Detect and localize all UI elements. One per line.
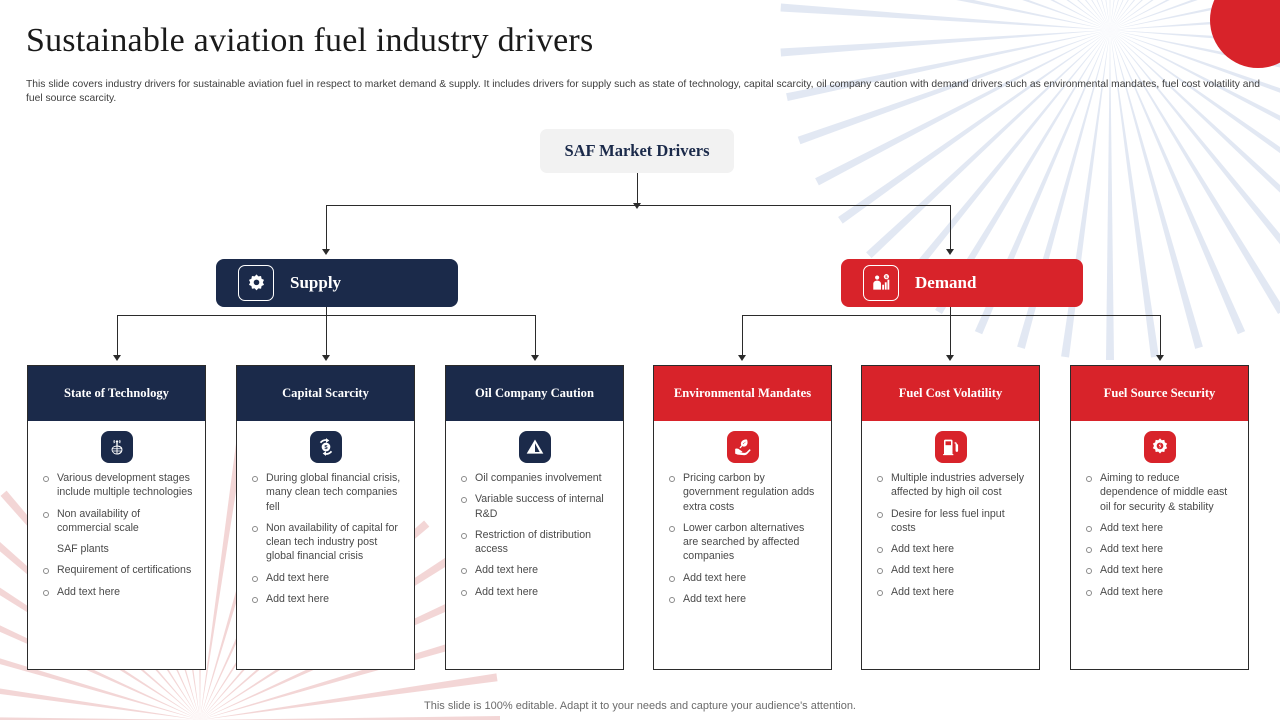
card-title: Environmental Mandates <box>654 366 831 421</box>
node-demand-label: Demand <box>915 273 977 292</box>
list-item: Desire for less fuel input costs <box>874 507 1029 536</box>
card-capital-scarcity[interactable]: Capital Scarcity $ During global financi… <box>236 365 415 670</box>
list-item: Various development stages include multi… <box>40 471 195 500</box>
node-saf-market-drivers[interactable]: SAF Market Drivers <box>540 129 734 173</box>
card-bullet-list: Multiple industries adversely affected b… <box>862 469 1039 606</box>
list-item: Multiple industries adversely affected b… <box>874 471 1029 500</box>
card-state-of-technology[interactable]: State of Technology Various development … <box>27 365 206 670</box>
connector-root-down <box>637 173 638 205</box>
list-item: Add text here <box>1083 563 1238 577</box>
connector-arrow-demand <box>946 249 954 255</box>
list-item: Requirement of certifications <box>40 563 195 577</box>
card-environmental-mandates[interactable]: Environmental Mandates Pricing carbon by… <box>653 365 832 670</box>
list-item: Add text here <box>1083 542 1238 556</box>
gear-bolt-icon <box>1143 431 1176 463</box>
list-item: Add text here <box>458 563 613 577</box>
connector-arrow-card-3 <box>738 355 746 361</box>
page-subtitle: This slide covers industry drivers for s… <box>26 79 1260 104</box>
node-root-label: SAF Market Drivers <box>564 141 710 160</box>
list-item: Add text here <box>40 585 195 599</box>
list-item: Add text here <box>666 592 821 606</box>
list-item: Add text here <box>874 563 1029 577</box>
list-item: Add text here <box>1083 585 1238 599</box>
card-oil-company-caution[interactable]: Oil Company Caution Oil companies involv… <box>445 365 624 670</box>
connector-supply-stem <box>326 307 327 316</box>
svg-text:$: $ <box>885 273 888 278</box>
connector-arrow-supply <box>322 249 330 255</box>
node-demand[interactable]: $ Demand <box>841 259 1083 307</box>
list-item: SAF plants <box>57 543 109 556</box>
connector-demand-stem <box>950 307 951 316</box>
connector-demand-horizontal <box>742 315 1160 316</box>
connector-to-card-2 <box>535 315 536 357</box>
connector-arrow-card-0 <box>113 355 121 361</box>
connector-arrow-card-2 <box>531 355 539 361</box>
list-item: Add text here <box>666 571 821 585</box>
card-fuel-source-security[interactable]: Fuel Source Security Aiming to reduce de… <box>1070 365 1249 670</box>
card-bullet-list: Pricing carbon by government regulation … <box>654 469 831 613</box>
connector-arrow-card-5 <box>1156 355 1164 361</box>
connector-to-card-4 <box>950 315 951 357</box>
card-bullet-list: During global financial crisis, many cle… <box>237 469 414 613</box>
list-item: Non availability of capital for clean te… <box>249 521 404 564</box>
list-item: Non availability of commercial scale <box>40 507 195 536</box>
footer-note: This slide is 100% editable. Adapt it to… <box>424 700 856 712</box>
card-title: Fuel Source Security <box>1071 366 1248 421</box>
connector-to-card-0 <box>117 315 118 357</box>
person-bar-chart-icon: $ <box>863 265 899 301</box>
connector-to-card-3 <box>742 315 743 357</box>
node-supply-label: Supply <box>290 273 342 292</box>
page-title: Sustainable aviation fuel industry drive… <box>26 22 594 59</box>
list-item: Add text here <box>458 585 613 599</box>
hand-leaf-icon <box>726 431 759 463</box>
connector-arrow-card-1 <box>322 355 330 361</box>
list-item: Add text here <box>249 592 404 606</box>
card-title: Fuel Cost Volatility <box>862 366 1039 421</box>
connector-arrow-card-4 <box>946 355 954 361</box>
card-bullet-list: Various development stages include multi… <box>28 469 205 606</box>
list-item: Add text here <box>1083 521 1238 535</box>
connector-level1-horizontal <box>326 205 951 206</box>
list-item: Oil companies involvement <box>458 471 613 485</box>
list-item: Pricing carbon by government regulation … <box>666 471 821 514</box>
list-item: Restriction of distribution access <box>458 528 613 557</box>
gear-icon <box>238 265 274 301</box>
connector-to-card-5 <box>1160 315 1161 357</box>
list-item: Add text here <box>249 571 404 585</box>
card-bullet-list: Aiming to reduce dependence of middle ea… <box>1071 469 1248 606</box>
dollar-cycle-icon: $ <box>309 431 342 463</box>
connector-to-demand <box>950 205 951 251</box>
list-item: Variable success of internal R&D <box>458 492 613 521</box>
svg-text:$: $ <box>324 445 328 451</box>
list-item: Add text here <box>874 542 1029 556</box>
list-item: Add text here <box>874 585 1029 599</box>
card-title: State of Technology <box>28 366 205 421</box>
fuel-pump-icon <box>934 431 967 463</box>
card-title: Capital Scarcity <box>237 366 414 421</box>
red-circle-decoration <box>1210 0 1280 68</box>
connector-arrow-root <box>633 203 641 209</box>
broadcast-globe-icon <box>100 431 133 463</box>
list-item: During global financial crisis, many cle… <box>249 471 404 514</box>
node-supply[interactable]: Supply <box>216 259 458 307</box>
connector-to-supply <box>326 205 327 251</box>
card-title: Oil Company Caution <box>446 366 623 421</box>
list-item: Aiming to reduce dependence of middle ea… <box>1083 471 1238 514</box>
connector-to-card-1 <box>326 315 327 357</box>
list-item: Lower carbon alternatives are searched b… <box>666 521 821 564</box>
warning-triangle-icon <box>518 431 551 463</box>
card-fuel-cost-volatility[interactable]: Fuel Cost Volatility Multiple industries… <box>861 365 1040 670</box>
